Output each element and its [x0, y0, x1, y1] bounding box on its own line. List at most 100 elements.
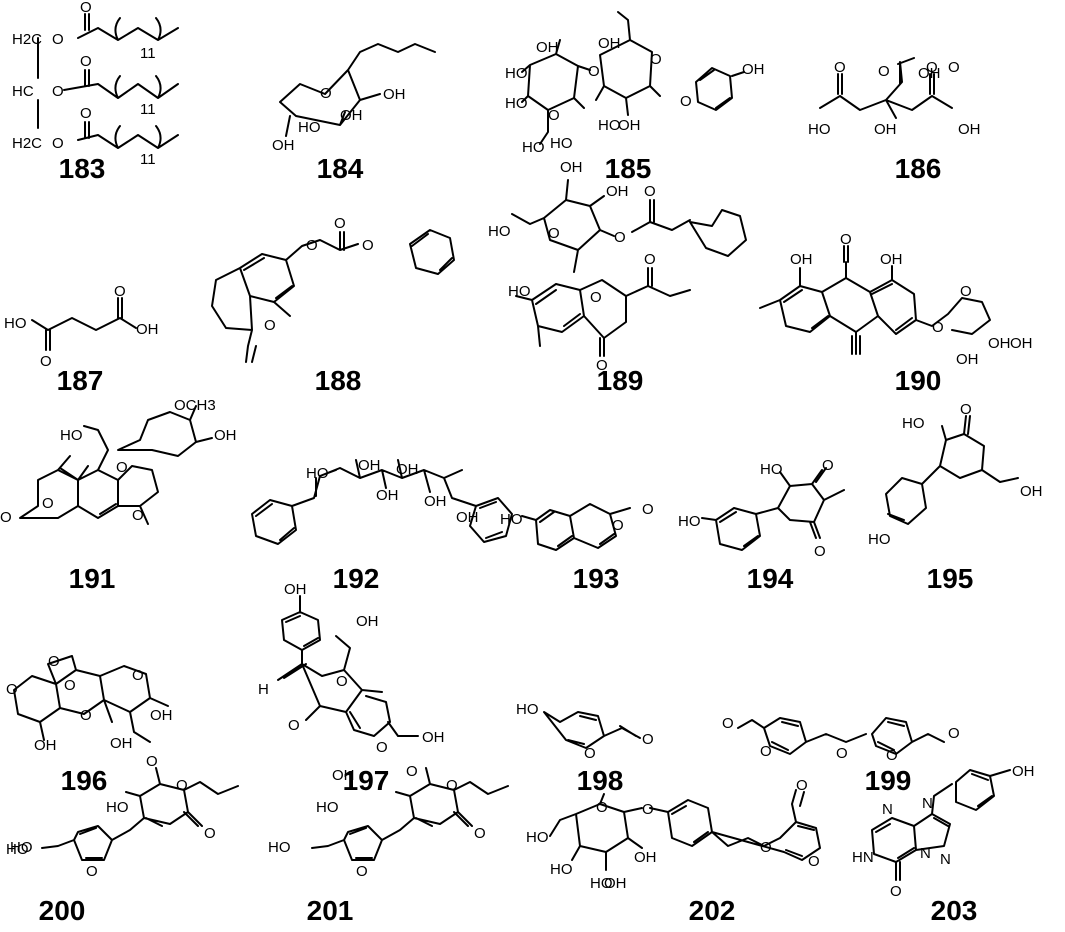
atom-label: HO: [522, 139, 545, 156]
compound-200: HO HO O O HO O O 200: [6, 753, 239, 926]
atom-label: HO: [10, 839, 33, 856]
atom-label: OH: [790, 251, 813, 268]
atom-label: HO: [6, 841, 29, 858]
atom-label: 11: [140, 45, 156, 62]
atom-label: O: [760, 743, 772, 760]
compound-192: HO OH OH OH OH OH 192: [251, 457, 513, 594]
atom-label: O: [886, 747, 898, 764]
compound-197: OH H O OH O O OH 197: [258, 581, 445, 796]
atom-label: O: [948, 725, 960, 742]
atom-label: O: [0, 509, 12, 526]
atom-label: O: [116, 459, 128, 476]
atom-label: HO: [316, 799, 339, 816]
compound-number: 190: [895, 365, 942, 396]
compound-number: 187: [57, 365, 104, 396]
atom-label: OH: [332, 767, 355, 784]
compound-number: 199: [865, 765, 912, 796]
compound-185: OH HO O HO OH HO O O HO O OH HO OH 185: [505, 11, 765, 184]
atom-label: O: [722, 715, 734, 732]
compound-number: 185: [605, 153, 652, 184]
atom-label: OH: [356, 613, 379, 630]
atom-label: HO: [902, 415, 925, 432]
compound-194: HO HO O O 194: [678, 457, 845, 594]
atom-label: O: [48, 653, 60, 670]
atom-label: OH: [110, 735, 133, 752]
atom-label: HN: [852, 849, 874, 866]
atom-label: O: [760, 839, 772, 856]
compound-193: HO O O 193: [500, 501, 654, 594]
atom-label: HO: [298, 119, 321, 136]
compound-187: HO O O OH 187: [4, 283, 159, 396]
compound-189: OH HO OH O O O HO O O O 189: [488, 159, 747, 396]
atom-label: O: [948, 59, 960, 76]
atom-label: O: [614, 229, 626, 246]
atom-label: HO: [306, 465, 329, 482]
atom-label: OH: [606, 183, 629, 200]
atom-label: O: [132, 507, 144, 524]
atom-label: OH: [958, 121, 981, 138]
atom-label: HC: [12, 83, 34, 100]
compound-number: 184: [317, 153, 364, 184]
atom-label: O: [80, 105, 92, 122]
atom-label: HO: [516, 701, 539, 718]
atom-label: O: [446, 777, 458, 794]
atom-label: OH: [376, 487, 399, 504]
atom-label: OH: [956, 351, 979, 368]
atom-label: HO: [550, 135, 573, 152]
atom-label: HO: [808, 121, 831, 138]
atom-label: OH: [272, 137, 295, 154]
compound-198: HO O O 198: [516, 701, 654, 796]
atom-label: OH: [618, 117, 641, 134]
atom-label: O: [376, 739, 388, 756]
atom-label: HO: [488, 223, 511, 240]
atom-label: O: [80, 0, 92, 16]
atom-label: OH: [383, 86, 406, 103]
compound-number: 197: [343, 765, 390, 796]
atom-label: N: [940, 851, 951, 868]
atom-label: O: [306, 237, 318, 254]
atom-label: O: [6, 681, 18, 698]
atom-label: O: [80, 707, 92, 724]
atom-label: O: [926, 59, 938, 76]
atom-label: OH: [424, 493, 447, 510]
atom-label: HO: [508, 283, 531, 300]
compound-203: N N OH N HN N O 203: [852, 763, 1035, 926]
atom-label: O: [590, 289, 602, 306]
compound-190: OH O OH O O OH OH OH 190: [759, 231, 1033, 396]
atom-label: O: [642, 501, 654, 518]
atom-label: HO: [550, 861, 573, 878]
atom-label: O: [960, 401, 972, 418]
atom-label: O: [52, 31, 64, 48]
atom-label: O: [796, 777, 808, 794]
atom-label: O: [596, 799, 608, 816]
atom-label: O: [548, 107, 560, 124]
atom-label: O: [548, 225, 560, 242]
compound-number: 200: [39, 895, 86, 926]
atom-label: O: [642, 801, 654, 818]
compound-184: O OH OH HO OH 184: [272, 43, 436, 184]
atom-label: OH: [1012, 763, 1035, 780]
atom-label: OH: [456, 509, 479, 526]
atom-label: O: [474, 825, 486, 842]
compound-202: O HO O O O HO OH HO OH O 202: [526, 777, 821, 926]
atom-label: N: [882, 801, 893, 818]
atom-label: O: [132, 667, 144, 684]
atom-label: O: [644, 183, 656, 200]
atom-label: 11: [140, 101, 156, 118]
atom-label: O: [52, 83, 64, 100]
atom-label: O: [86, 863, 98, 880]
atom-label: O: [176, 777, 188, 794]
compound-number: 202: [689, 895, 736, 926]
atom-label: O: [834, 59, 846, 76]
atom-label: OH: [536, 39, 559, 56]
atom-label: HO: [4, 315, 27, 332]
atom-label: O: [650, 51, 662, 68]
atom-label: OH: [284, 581, 307, 598]
compound-number: 198: [577, 765, 624, 796]
atom-label: OH: [918, 65, 941, 82]
compound-number: 183: [59, 153, 106, 184]
atom-label: O: [808, 853, 820, 870]
compound-199: O O O O O 199: [722, 715, 960, 796]
atom-label: O: [264, 317, 276, 334]
atom-label: H2C: [12, 31, 42, 48]
